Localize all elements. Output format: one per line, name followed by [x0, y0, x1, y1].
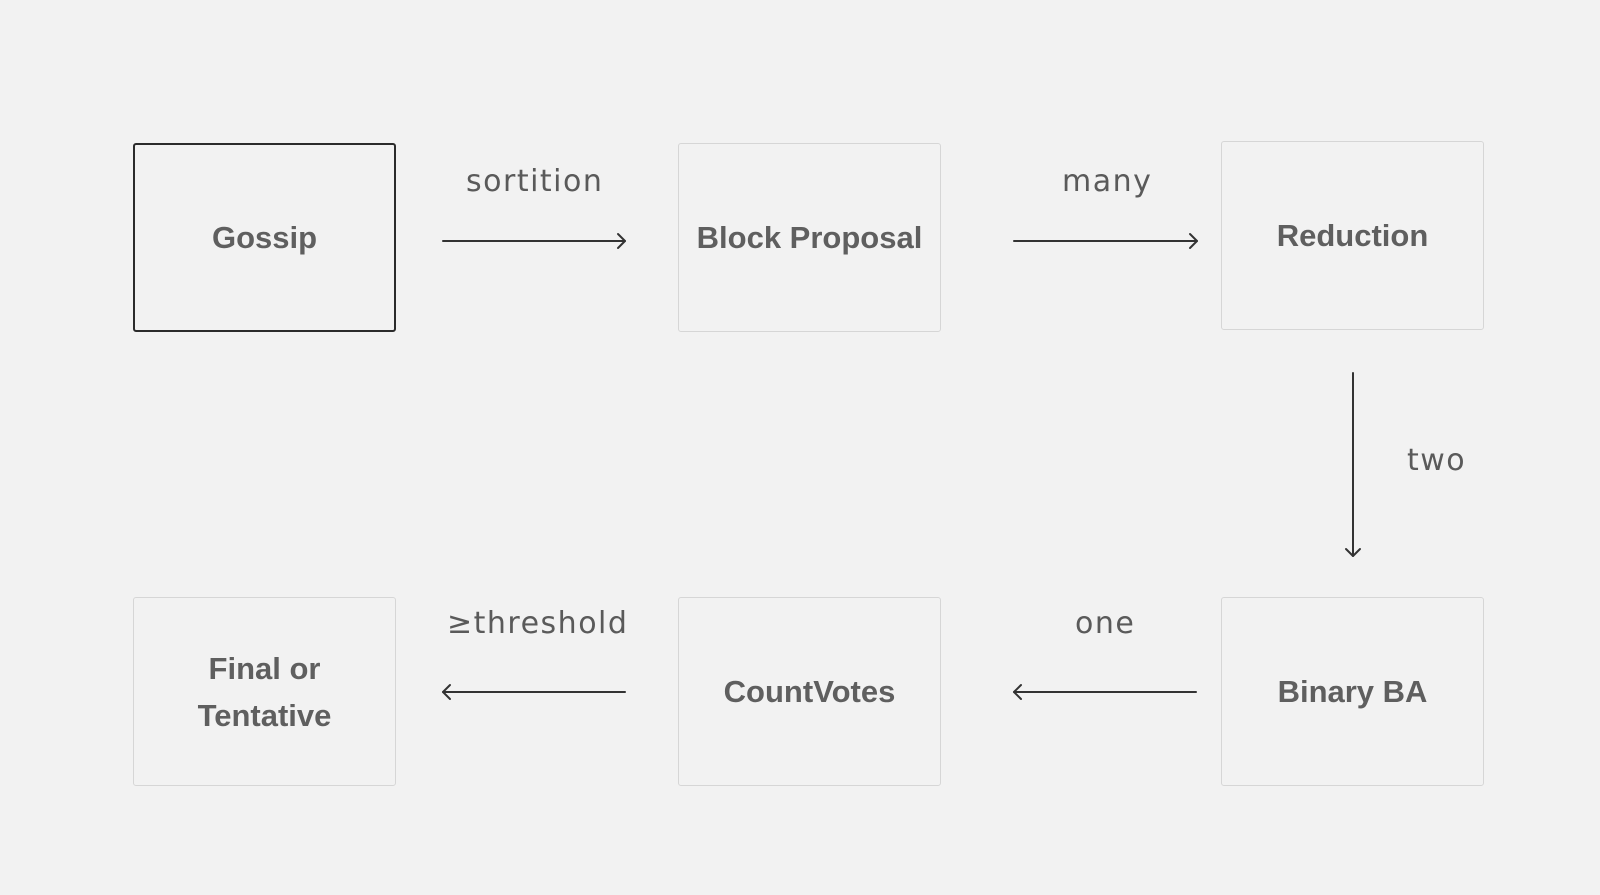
node-reduction[interactable]: Reduction [1221, 141, 1484, 330]
node-block-proposal[interactable]: Block Proposal [678, 143, 941, 332]
node-count-votes-label: CountVotes [723, 674, 896, 709]
node-binary-ba-label: Binary BA [1277, 674, 1428, 709]
arrow-reduction-to-binary-ba [1345, 372, 1361, 557]
node-final-or-tentative[interactable]: Final or Tentative [133, 597, 396, 786]
node-reduction-label: Reduction [1276, 218, 1429, 253]
arrow-count-votes-to-final [442, 684, 626, 700]
node-gossip-label: Gossip [211, 220, 318, 255]
edge-label-two: two [1407, 443, 1467, 478]
arrow-binary-ba-to-count-votes [1013, 684, 1197, 700]
edge-label-one: one [1075, 606, 1136, 641]
node-block-proposal-label: Block Proposal [696, 220, 923, 255]
edge-label-many: many [1062, 164, 1153, 199]
arrow-gossip-to-block-proposal [442, 233, 626, 249]
node-count-votes[interactable]: CountVotes [678, 597, 941, 786]
edge-label-sortition: sortition [466, 164, 604, 199]
arrow-block-proposal-to-reduction [1013, 233, 1198, 249]
node-final-or-tentative-label: Final or Tentative [197, 650, 332, 733]
node-binary-ba[interactable]: Binary BA [1221, 597, 1484, 786]
node-gossip[interactable]: Gossip [133, 143, 396, 332]
edge-label-threshold: ≥threshold [447, 606, 629, 641]
